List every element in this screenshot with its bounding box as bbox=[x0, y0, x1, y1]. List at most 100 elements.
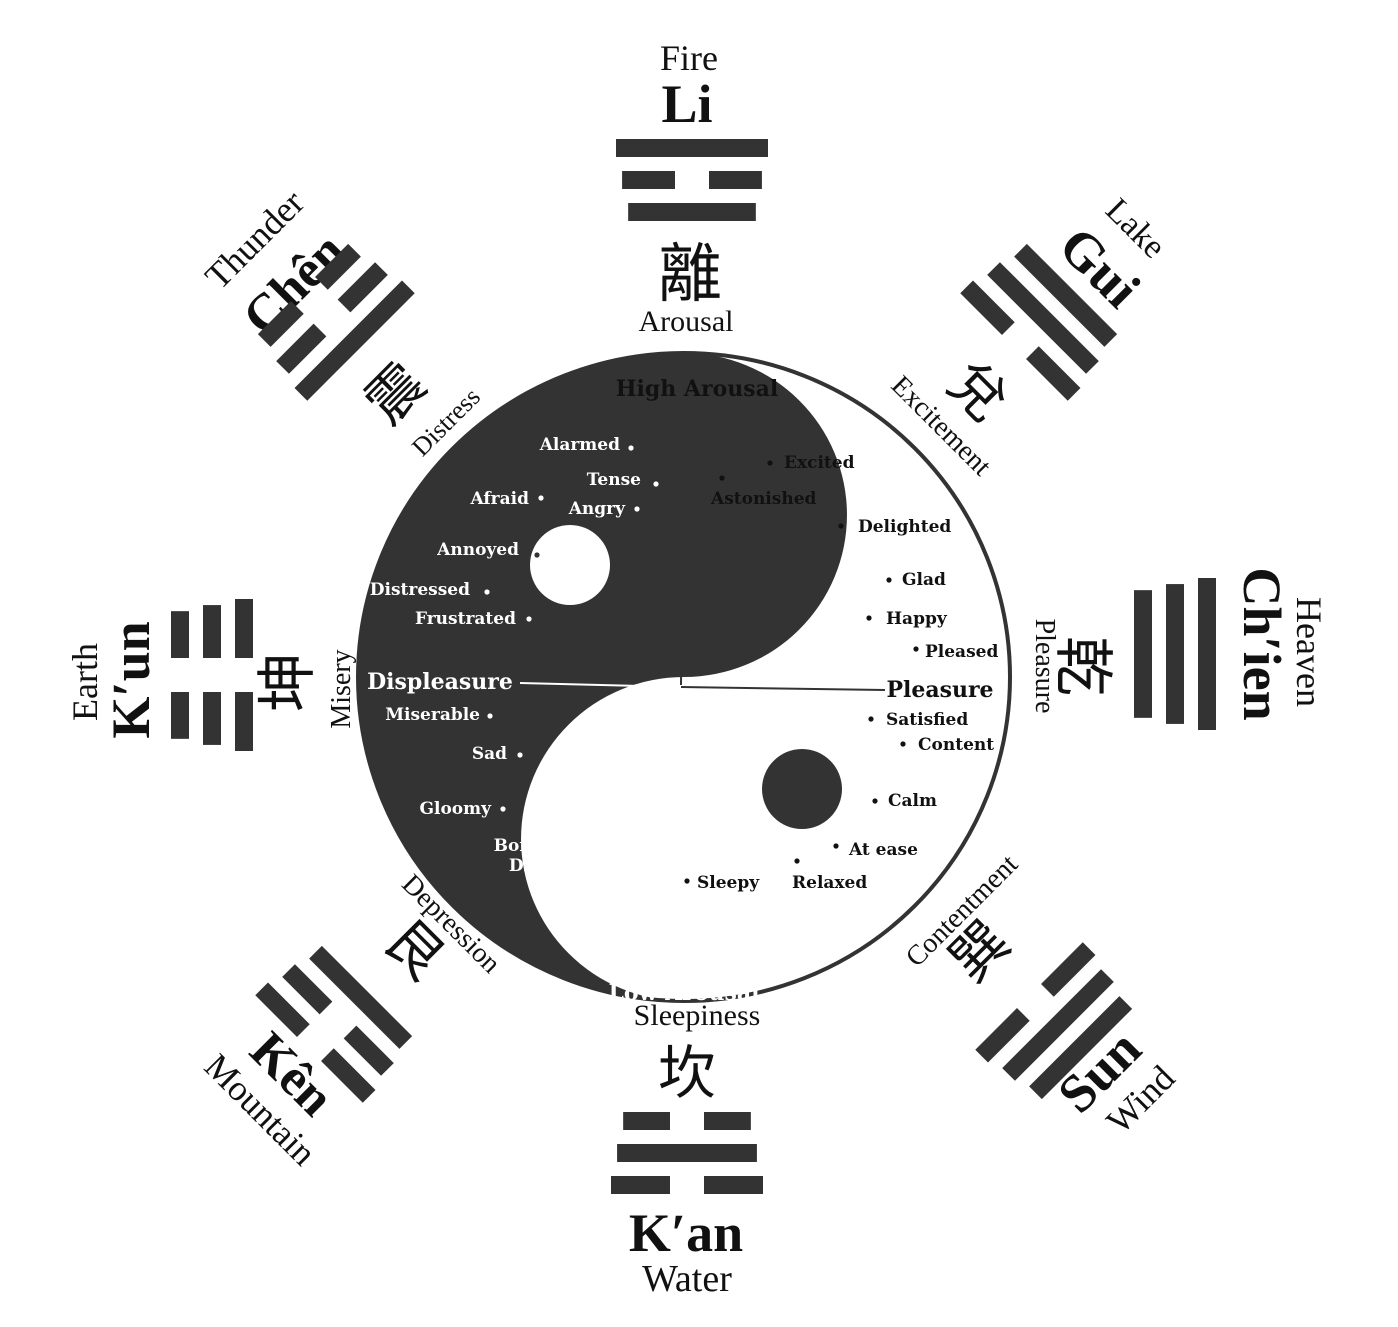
emotion-label-astonished: Astonished bbox=[710, 489, 817, 509]
trigram-emotion-label: Arousal bbox=[639, 305, 734, 338]
trigram-element-label: Water bbox=[642, 1258, 732, 1300]
trigram-hanzi-label: 坤 bbox=[253, 652, 323, 712]
axis-label-low-arousal: Low Arousal bbox=[608, 980, 759, 1006]
emotion-label-tense: Tense bbox=[587, 470, 641, 490]
pleasure-axis-left-line bbox=[519, 682, 682, 688]
emotion-dot-pleased bbox=[913, 646, 919, 652]
emotion-dot-gloomy bbox=[500, 806, 506, 812]
emotion-points-dark: Alarmed Tense Afraid Angry Annoyed Distr… bbox=[370, 435, 661, 905]
trigram-ken-line-3-segment-1 bbox=[255, 982, 310, 1037]
emotion-label-alarmed: Alarmed bbox=[539, 435, 620, 455]
trigram-group-chien: Pleasure 乾 Ch′ien Heaven bbox=[1029, 567, 1329, 730]
emotion-dot-at-ease bbox=[833, 843, 839, 849]
trigram-gui-line-3-segment-2 bbox=[1026, 346, 1081, 401]
trigram-chen-symbol bbox=[257, 243, 415, 401]
emotion-dot-delighted bbox=[838, 523, 844, 529]
emotion-label-droopy: Droopy bbox=[509, 856, 578, 876]
trigram-group-ken: Depression 艮 Kên Mountain bbox=[197, 868, 507, 1173]
trigram-gui-symbol bbox=[960, 243, 1118, 401]
axis-label-displeasure: Displeasure bbox=[367, 669, 513, 695]
arousal-axis-lower-line bbox=[675, 684, 682, 971]
pleasure-axis-right-line bbox=[680, 686, 886, 691]
trigram-kun-line-2-segment-1 bbox=[203, 692, 221, 745]
trigram-gui-line-2 bbox=[987, 262, 1099, 374]
trigram-element-label: Fire bbox=[660, 38, 718, 78]
emotion-dot-content bbox=[900, 741, 906, 747]
trigram-hanzi-label: 坎 bbox=[658, 1039, 716, 1107]
emotion-label-satisfied: Satisfied bbox=[886, 710, 968, 730]
trigram-ken-line-1 bbox=[309, 945, 413, 1049]
emotion-label-distressed: Distressed bbox=[370, 580, 470, 600]
emotion-dot-happy bbox=[866, 615, 872, 621]
emotion-label-at-ease: At ease bbox=[848, 840, 918, 860]
emotion-dot-glad bbox=[886, 577, 892, 583]
trigram-li-line-1 bbox=[616, 139, 768, 157]
yang-eye-dark bbox=[762, 749, 842, 829]
trigram-chien-line-3 bbox=[1134, 590, 1152, 718]
emotion-label-gloomy: Gloomy bbox=[419, 799, 492, 819]
trigram-ken-line-2-segment-1 bbox=[282, 964, 333, 1015]
trigram-element-label: Heaven bbox=[1289, 597, 1329, 707]
trigram-kan-line-3-segment-1 bbox=[611, 1176, 670, 1194]
emotion-label-angry: Angry bbox=[568, 499, 626, 519]
yin-dark-half bbox=[358, 353, 847, 1001]
trigram-kan-symbol bbox=[611, 1112, 763, 1194]
trigram-emotion-label: Pleasure bbox=[1029, 619, 1060, 714]
trigram-group-kan: Sleepiness 坎 K′an Water bbox=[611, 999, 763, 1300]
trigram-kan-line-1-segment-1 bbox=[623, 1112, 670, 1130]
emotion-label-sleepy: Sleepy bbox=[697, 873, 760, 893]
emotion-label-tired: Tired bbox=[597, 885, 648, 905]
emotion-dot-satisfied bbox=[868, 716, 874, 722]
emotion-label-excited: Excited bbox=[784, 453, 855, 473]
emotion-label-delighted: Delighted bbox=[858, 517, 951, 537]
emotion-label-glad: Glad bbox=[902, 570, 946, 590]
trigram-chen-line-1-segment-1 bbox=[257, 301, 304, 347]
emotion-label-pleased: Pleased bbox=[925, 642, 998, 662]
emotion-dot-relaxed bbox=[794, 858, 800, 864]
trigram-name-label: Ch′ien bbox=[1232, 567, 1292, 720]
emotion-label-annoyed: Annoyed bbox=[436, 540, 519, 560]
trigram-chien-symbol bbox=[1134, 578, 1216, 730]
trigram-li-line-2-segment-1 bbox=[622, 171, 675, 189]
emotion-points-light: Excited Astonished Delighted Glad Happy … bbox=[684, 453, 998, 893]
trigram-kan-line-2 bbox=[617, 1144, 757, 1162]
emotion-dot-frustrated bbox=[526, 616, 532, 622]
trigram-kun-line-1-segment-2 bbox=[171, 611, 189, 658]
emotion-label-bored: Bored bbox=[494, 836, 551, 856]
emotion-label-relaxed: Relaxed bbox=[792, 873, 867, 893]
trigram-li-line-3 bbox=[628, 203, 756, 221]
arousal-axis-upper-line bbox=[680, 411, 685, 686]
emotion-label-calm: Calm bbox=[888, 791, 937, 811]
trigram-emotion-label: Sleepiness bbox=[634, 999, 761, 1032]
trigram-kun-line-1-segment-1 bbox=[171, 692, 189, 739]
trigram-chen-line-3 bbox=[294, 280, 415, 401]
trigram-kan-line-1-segment-2 bbox=[704, 1112, 751, 1130]
emotion-dot-tired bbox=[655, 892, 661, 898]
emotion-label-frustrated: Frustrated bbox=[415, 609, 516, 629]
trigram-hanzi-label: 乾 bbox=[1047, 636, 1117, 696]
emotion-dot-angry bbox=[634, 506, 640, 512]
yin-yang-symbol: High Arousal Low Arousal Displeasure Ple… bbox=[356, 351, 1012, 1006]
trigram-kun-line-2-segment-2 bbox=[203, 605, 221, 658]
trigram-kun-line-3-segment-2 bbox=[235, 599, 253, 658]
emotion-dot-miserable bbox=[487, 713, 493, 719]
emotion-label-miserable: Miserable bbox=[385, 705, 480, 725]
trigram-kan-line-3-segment-2 bbox=[704, 1176, 763, 1194]
trigram-sun-line-2 bbox=[1002, 969, 1114, 1081]
trigram-ken-line-2-segment-2 bbox=[343, 1025, 394, 1076]
emotion-dot-sleepy bbox=[684, 878, 690, 884]
axis-label-high-arousal: High Arousal bbox=[616, 376, 779, 402]
emotion-dot-annoyed bbox=[534, 552, 540, 558]
trigram-li-symbol bbox=[616, 139, 768, 221]
axis-label-pleasure: Pleasure bbox=[886, 677, 993, 703]
yin-eye-white bbox=[530, 525, 610, 605]
trigram-name-label: Li bbox=[661, 74, 712, 134]
emotion-dot-droopy bbox=[587, 863, 593, 869]
trigram-kun-line-3-segment-1 bbox=[235, 692, 253, 751]
trigram-group-gui: Lake Gui 兌 Excitement bbox=[885, 191, 1173, 482]
trigram-group-sun: Contentment 巽 Sun Wind bbox=[900, 849, 1183, 1142]
trigram-ken-line-3-segment-2 bbox=[321, 1048, 376, 1103]
emotion-dot-afraid bbox=[538, 495, 544, 501]
